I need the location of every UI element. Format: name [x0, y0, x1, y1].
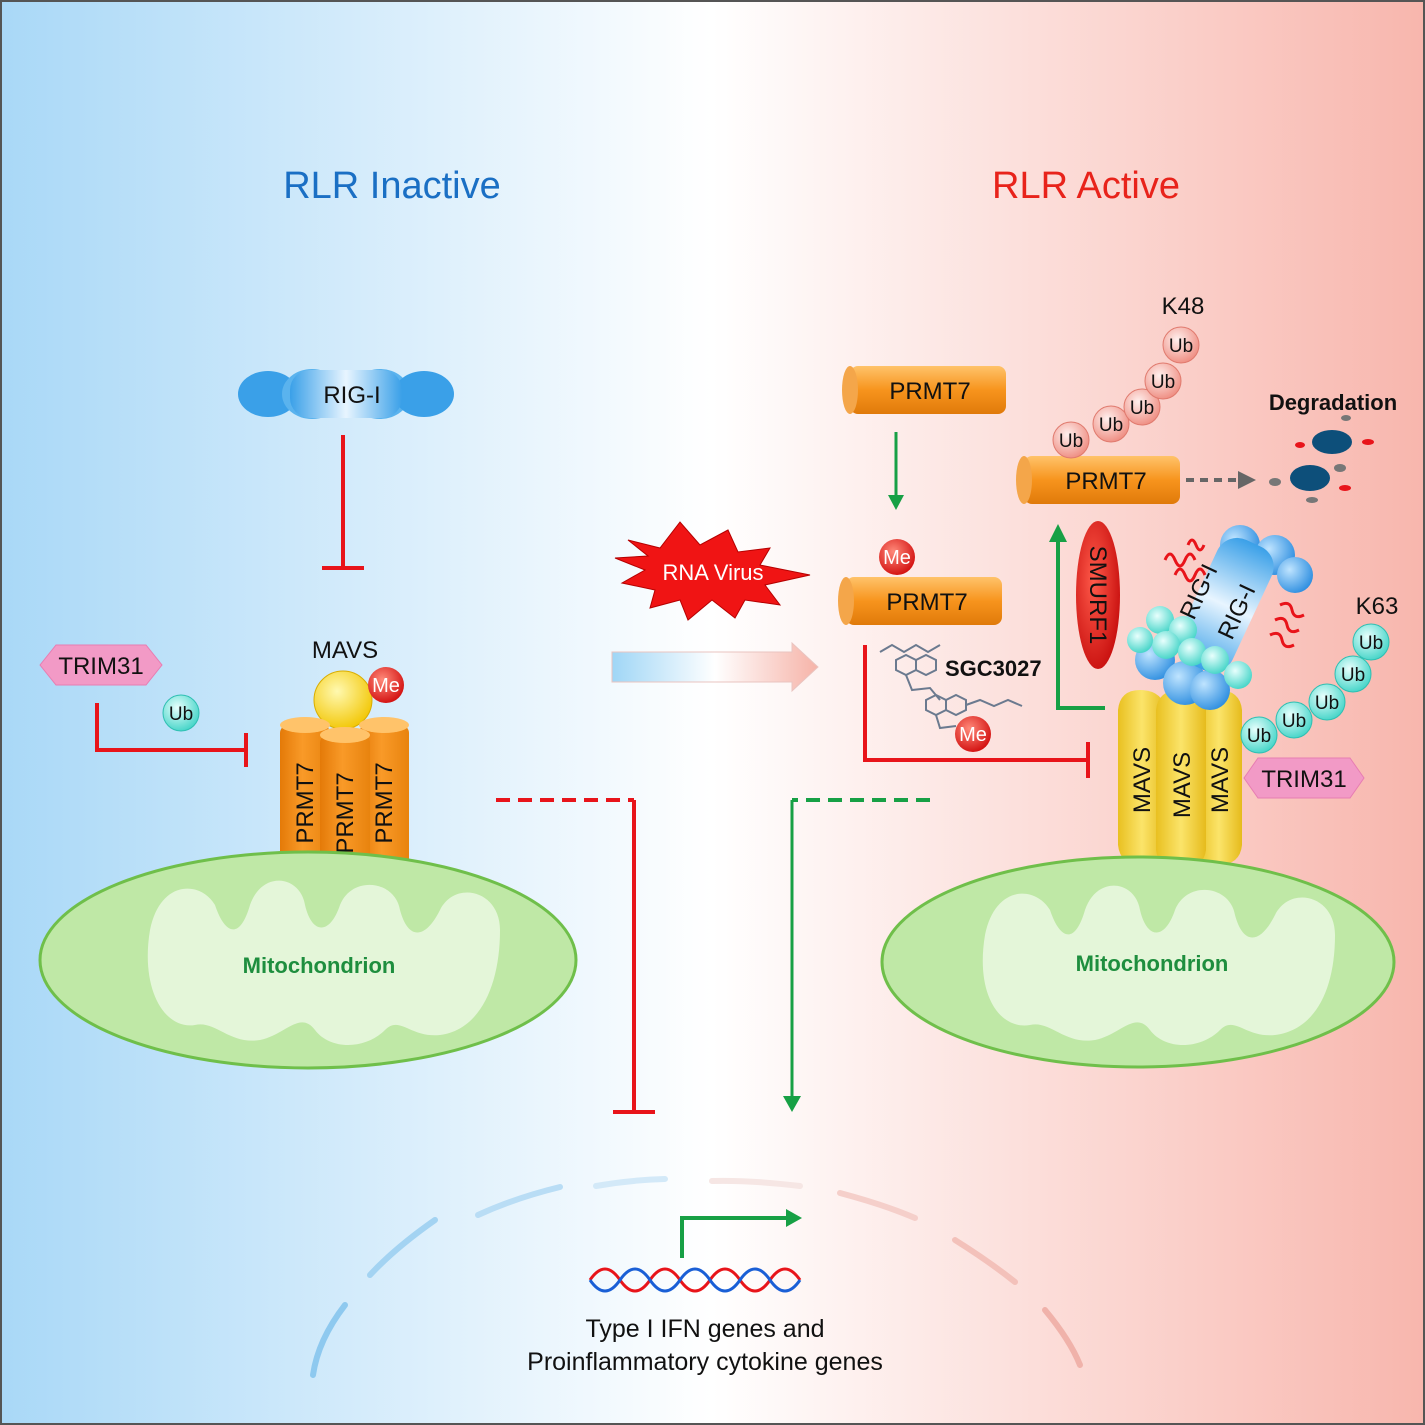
- prmt7-cylinder-ubiquitinated: PRMT7: [1016, 456, 1180, 504]
- mitochondrion-label-left: Mitochondrion: [243, 953, 396, 978]
- ub-chain-k48: Ub Ub Ub Ub Ub: [1052, 326, 1200, 459]
- svg-text:PRMT7: PRMT7: [332, 772, 359, 853]
- svg-text:Me: Me: [372, 675, 400, 697]
- dashed-inhibition-to-genes: [496, 798, 655, 1114]
- genes-label-line2: Proinflammatory cytokine genes: [527, 1348, 883, 1376]
- activation-arrow-prmt7: [888, 432, 904, 510]
- ub-k63-5: Ub: [1352, 623, 1390, 661]
- svg-text:Ub: Ub: [1282, 711, 1306, 732]
- dashed-activation-to-genes: [783, 798, 930, 1112]
- svg-text:PRMT7: PRMT7: [371, 762, 398, 843]
- svg-text:PRMT7: PRMT7: [886, 589, 967, 616]
- degradation-arrow: [1186, 471, 1256, 489]
- genes-label-line1: Type I IFN genes and: [585, 1315, 824, 1343]
- me-ball-sgc3027: Me: [955, 716, 991, 752]
- svg-text:Ub: Ub: [1099, 415, 1123, 436]
- nuclear-envelope: [310, 1176, 1083, 1378]
- me-ball-left: Me: [368, 667, 404, 703]
- prmt7-cylinder-methylated: PRMT7: [838, 577, 1002, 625]
- trim31-label-left: TRIM31: [58, 653, 143, 680]
- k63-label: K63: [1356, 593, 1399, 620]
- ub-k63-3: Ub: [1308, 683, 1346, 721]
- rig-i-protein-left: RIG-I: [238, 369, 454, 419]
- title-rlr-active: RLR Active: [992, 165, 1180, 207]
- ub-k48-5: Ub: [1162, 326, 1200, 364]
- activation-arrow-degradation: [1049, 524, 1105, 710]
- sgc3027-molecule: [879, 643, 1023, 730]
- ub-k48-3: Ub: [1123, 388, 1161, 426]
- rna-virus: RNA Virus: [614, 521, 811, 621]
- svg-text:MAVS: MAVS: [1129, 747, 1156, 813]
- ub-ball-left: Ub: [162, 694, 200, 732]
- svg-text:Ub: Ub: [1151, 372, 1175, 393]
- rna-virus-label: RNA Virus: [662, 560, 763, 585]
- smurf1-protein: SMURF1: [1076, 521, 1120, 669]
- inhibition-arrow-rig-i: [322, 435, 364, 570]
- trim31-label-right: TRIM31: [1261, 766, 1346, 793]
- svg-text:Ub: Ub: [1315, 693, 1339, 714]
- viral-rna-strands: [1163, 538, 1305, 649]
- ub-k63-1: Ub: [1240, 716, 1278, 754]
- svg-text:Ub: Ub: [1247, 726, 1271, 747]
- mavs-cylinder-right-2: MAVS: [1156, 690, 1206, 868]
- svg-text:Ub: Ub: [1130, 398, 1154, 419]
- mavs-cylinder-right-1: MAVS: [1118, 690, 1166, 865]
- rig-i-complex-right: RIG-I RIG-I: [1127, 525, 1313, 710]
- mavs-label-left: MAVS: [312, 637, 378, 664]
- svg-text:SMURF1: SMURF1: [1084, 546, 1111, 645]
- prmt7-cylinder-left-3: PRMT7: [359, 717, 409, 883]
- svg-text:Ub: Ub: [1059, 431, 1083, 452]
- transition-arrow: [611, 641, 819, 693]
- k48-label: K48: [1162, 293, 1205, 320]
- svg-text:Me: Me: [959, 724, 987, 746]
- ub-k63-2: Ub: [1275, 701, 1313, 739]
- svg-text:Ub: Ub: [1341, 665, 1365, 686]
- title-rlr-inactive: RLR Inactive: [283, 165, 501, 207]
- rig-i-label-left: RIG-I: [323, 382, 380, 409]
- prmt7-cylinder-top: PRMT7: [842, 366, 1006, 414]
- svg-text:MAVS: MAVS: [1207, 747, 1234, 813]
- prmt7-cylinder-left-2: PRMT7: [320, 727, 370, 887]
- svg-text:PRMT7: PRMT7: [292, 762, 319, 843]
- mitochondrion-label-right: Mitochondrion: [1076, 951, 1229, 976]
- trim31-protein-left: TRIM31: [39, 644, 163, 686]
- degradation-fragments: [1269, 415, 1374, 503]
- ub-k48-2: Ub: [1092, 405, 1130, 443]
- svg-text:Me: Me: [883, 547, 911, 569]
- degradation-label: Degradation: [1269, 390, 1397, 415]
- svg-text:Ub: Ub: [1359, 633, 1383, 654]
- trim31-protein-right: TRIM31: [1243, 757, 1365, 799]
- mitochondrion-right: Mitochondrion: [880, 855, 1396, 1069]
- svg-text:Ub: Ub: [1169, 336, 1193, 357]
- ub-k48-4: Ub: [1144, 362, 1182, 400]
- ub-chain-k63: Ub Ub Ub Ub Ub: [1240, 623, 1390, 754]
- dna-helix: [588, 1267, 802, 1293]
- inhibition-arrow-prmt7-mavs: [863, 645, 1090, 778]
- svg-text:MAVS: MAVS: [1169, 752, 1196, 818]
- ub-k63-4: Ub: [1334, 655, 1372, 693]
- mavs-cylinder-right-3: MAVS: [1196, 690, 1242, 865]
- ub-k48-1: Ub: [1052, 421, 1090, 459]
- sgc3027-label: SGC3027: [945, 656, 1042, 681]
- mitochondrion-left: Mitochondrion: [38, 850, 578, 1070]
- prmt7-cylinder-left-1: PRMT7: [280, 717, 330, 877]
- me-ball-prmt7: Me: [879, 539, 915, 575]
- svg-text:PRMT7: PRMT7: [889, 378, 970, 405]
- transcription-start-arrow: [680, 1209, 802, 1258]
- inhibition-arrow-trim31: [95, 703, 248, 767]
- svg-text:PRMT7: PRMT7: [1065, 468, 1146, 495]
- svg-text:Ub: Ub: [169, 704, 193, 725]
